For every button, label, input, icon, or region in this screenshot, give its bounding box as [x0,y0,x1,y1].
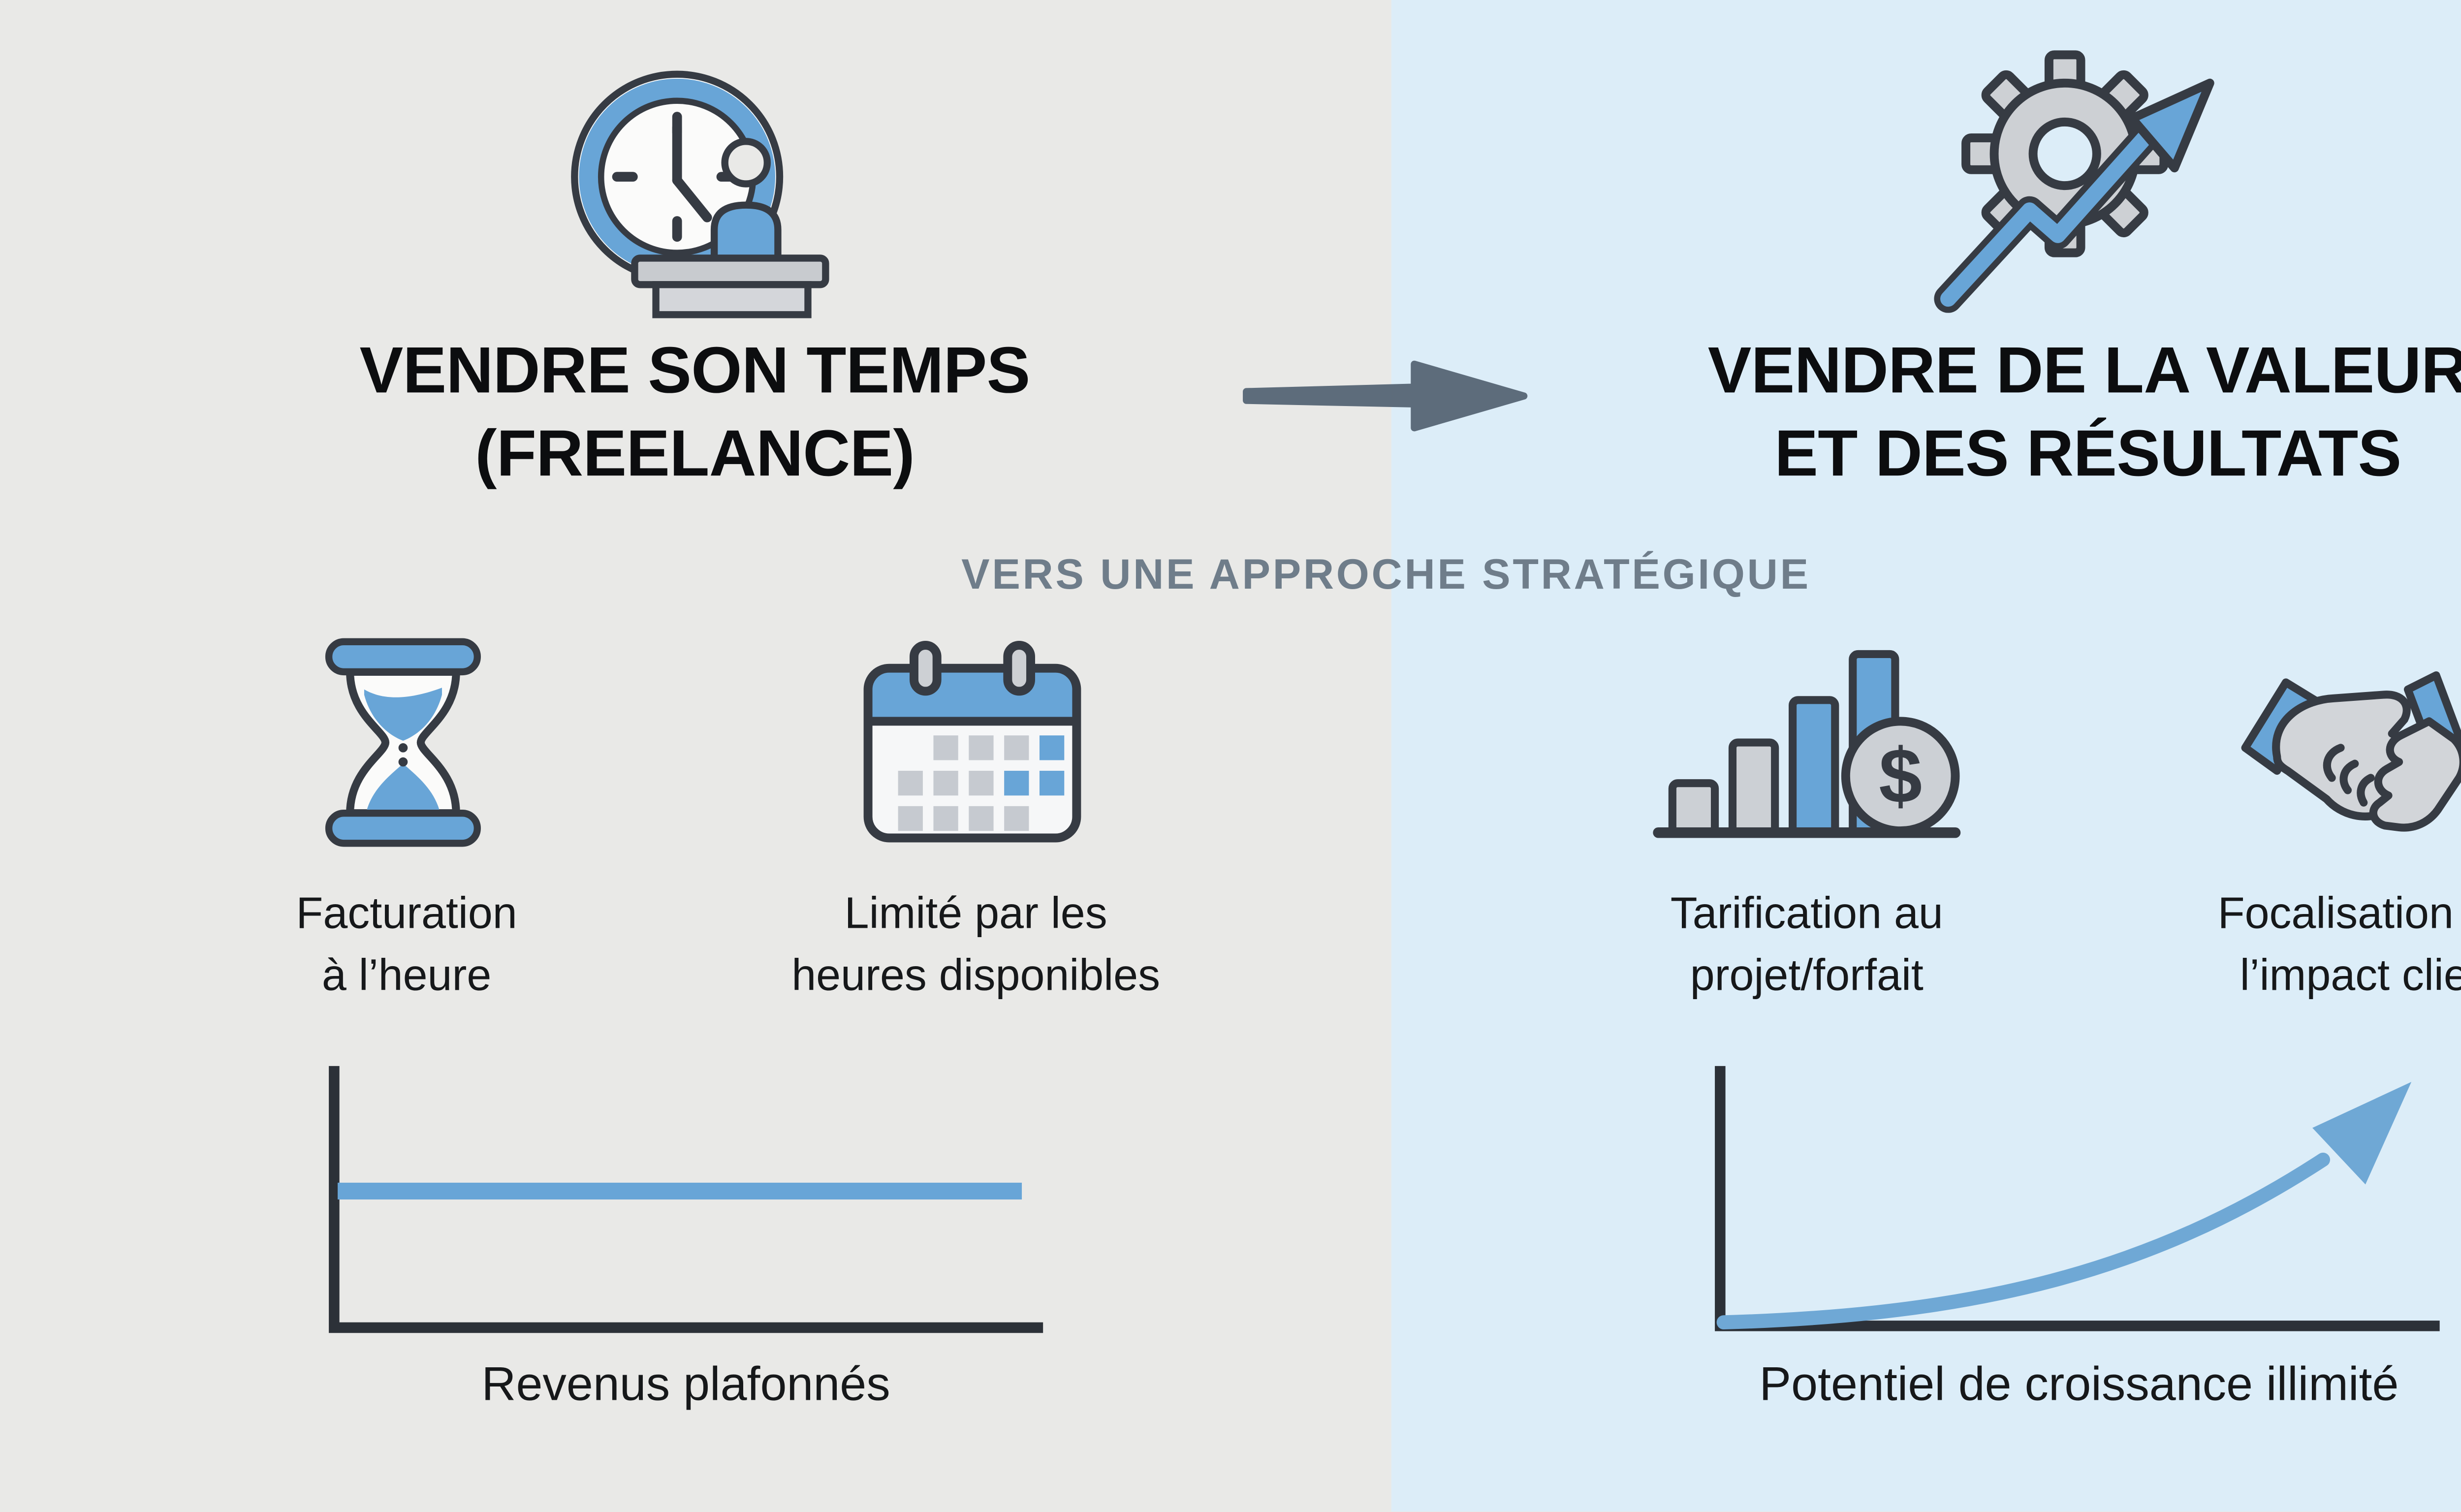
feature-label-line: à l’heure [321,951,492,1001]
clock-person-desk-icon [522,53,836,318]
right-title-line2: ET DES RÉSULTATS [1774,417,2401,490]
left-title: VENDRE SON TEMPS (FREELANCE) [209,329,1181,495]
right-arrow-icon [1237,346,1534,445]
bar-chart-dollar-icon: $ [1651,640,1966,849]
right-title-line1: VENDRE DE LA VALEUR [1707,334,2461,407]
hourglass-icon [322,636,484,849]
growth-chart [1708,1057,2451,1340]
dollar-symbol: $ [1879,733,1922,819]
left-title-line1: VENDRE SON TEMPS [359,334,1031,407]
feature-hourly-billing-label: Facturation à l’heure [168,884,645,1008]
feature-label-line: projet/forfait [1690,951,1924,1001]
feature-label-line: Facturation [296,889,517,939]
feature-label-line: Focalisation sur [2217,889,2461,939]
handshake-icon [2231,647,2461,849]
subtitle: VERS UNE APPROCHE STRATÉGIQUE [961,551,1811,599]
right-chart-caption: Potentiel de croissance illimité [1759,1357,2399,1411]
gear-growth-arrow-icon [1927,44,2245,313]
feature-label-line: heures disponibles [791,951,1161,1001]
left-chart-caption: Revenus plafonnés [481,1357,890,1411]
calendar-icon [863,640,1082,845]
left-title-line2: (FREELANCE) [475,417,915,490]
feature-project-pricing-label: Tarification au projet/forfait [1520,884,2093,1008]
flat-revenue-chart [322,1061,1050,1340]
feature-client-impact-label: Focalisation sur l’impact client [2090,884,2461,1008]
feature-label-line: Tarification au [1670,889,1943,939]
feature-label-line: l’impact client [2240,951,2461,1001]
right-title: VENDRE DE LA VALEUR ET DES RÉSULTATS [1602,329,2461,495]
feature-limited-hours-label: Limité par les heures disponibles [711,884,1241,1008]
feature-label-line: Limité par les [844,889,1107,939]
